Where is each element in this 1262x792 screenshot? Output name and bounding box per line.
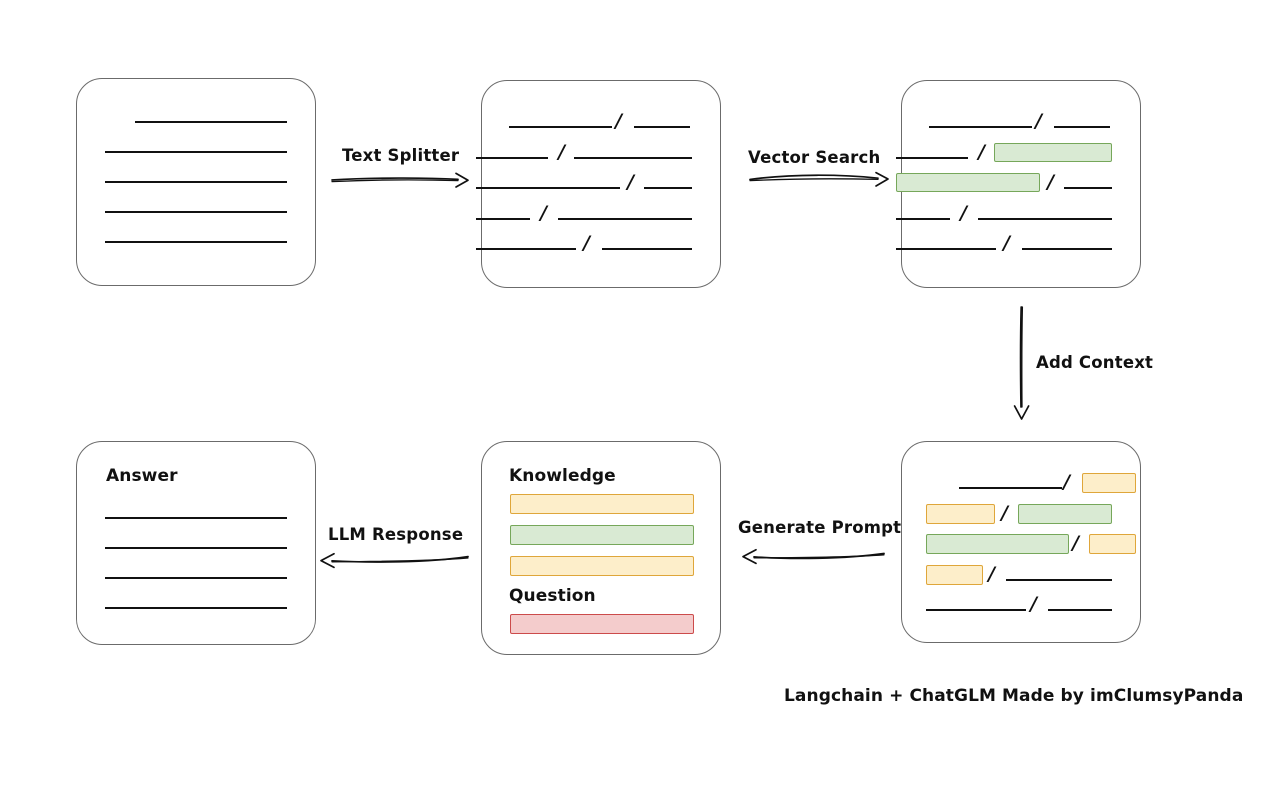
text-chunk-line [929, 126, 1032, 128]
text-chunk-line [1064, 187, 1112, 189]
generate-prompt-edge-label: Generate Prompt [738, 518, 902, 537]
text-line [135, 121, 287, 123]
text-chunk-line [602, 248, 692, 250]
chunk-separator: / [988, 563, 995, 585]
text-chunk-line [476, 248, 576, 250]
text-line [105, 241, 287, 243]
chunk-separator: / [1047, 171, 1054, 193]
text-line [105, 547, 287, 549]
context-chunk-highlight [926, 565, 983, 585]
add-context-edge-label: Add Context [1036, 353, 1154, 372]
chunk-separator: / [1072, 532, 1079, 554]
text-chunk-line [476, 157, 548, 159]
text-line [105, 607, 287, 609]
add-context-edge-arrow [1013, 306, 1030, 420]
knowledge-chunk-yellow [510, 556, 694, 576]
context-document-node[interactable]: / / / / / [901, 441, 1141, 643]
retrieved-document-node[interactable]: / / / / / [896, 80, 1141, 288]
text-splitter-edge-arrow [331, 172, 469, 188]
text-chunk-line [896, 157, 968, 159]
llm-response-edge-arrow [320, 552, 469, 569]
text-chunk-line [644, 187, 692, 189]
text-chunk-line [1022, 248, 1112, 250]
text-chunk-line [476, 187, 620, 189]
context-chunk-highlight [1082, 473, 1136, 493]
chunk-separator: / [1001, 502, 1008, 524]
chunk-separator: / [960, 202, 967, 224]
vector-search-edge-label: Vector Search [748, 148, 881, 167]
retrieved-chunk-highlight [994, 143, 1112, 162]
context-chunk-highlight [1018, 504, 1112, 524]
answer-label: Answer [106, 466, 178, 486]
text-line [105, 517, 287, 519]
generate-prompt-edge-arrow [742, 548, 885, 565]
text-line [105, 151, 287, 153]
context-chunk-highlight [926, 504, 995, 524]
text-chunk-line [476, 218, 530, 220]
text-chunk-line [558, 218, 692, 220]
text-splitter-edge-label: Text Splitter [342, 146, 460, 165]
context-chunk-highlight [926, 534, 1069, 554]
knowledge-chunk-green [510, 525, 694, 545]
chunk-separator: / [627, 171, 634, 193]
chunk-separator: / [1003, 232, 1010, 254]
chunk-separator: / [583, 232, 590, 254]
text-chunk-line [959, 487, 1062, 489]
text-line [105, 211, 287, 213]
text-chunk-line [634, 126, 690, 128]
llm-response-edge-label: LLM Response [328, 525, 464, 544]
vector-search-edge-arrow [749, 171, 889, 187]
text-chunk-line [978, 218, 1112, 220]
chunk-separator: / [1063, 471, 1070, 493]
text-line [105, 577, 287, 579]
chunk-separator: / [615, 110, 622, 132]
diagram-caption: Langchain + ChatGLM Made by imClumsyPand… [784, 686, 1244, 706]
knowledge-label: Knowledge [509, 466, 616, 486]
source-document-node[interactable] [76, 78, 316, 286]
text-chunk-line [896, 218, 950, 220]
retrieved-chunk-highlight [896, 173, 1040, 192]
text-chunk-line [1006, 579, 1112, 581]
question-chunk-red [510, 614, 694, 634]
text-chunk-line [896, 248, 996, 250]
context-chunk-highlight [1089, 534, 1136, 554]
knowledge-chunk-yellow [510, 494, 694, 514]
split-document-node[interactable]: / / / / / [476, 80, 721, 288]
text-chunk-line [509, 126, 612, 128]
text-line [105, 181, 287, 183]
question-label: Question [509, 586, 596, 606]
chunk-separator: / [558, 141, 565, 163]
prompt-node[interactable]: Knowledge Question [481, 441, 721, 655]
chunk-separator: / [978, 141, 985, 163]
text-chunk-line [926, 609, 1026, 611]
text-chunk-line [574, 157, 692, 159]
text-chunk-line [1054, 126, 1110, 128]
chunk-separator: / [540, 202, 547, 224]
text-chunk-line [1048, 609, 1112, 611]
chunk-separator: / [1035, 110, 1042, 132]
chunk-separator: / [1030, 593, 1037, 615]
answer-node[interactable]: Answer [76, 441, 316, 645]
